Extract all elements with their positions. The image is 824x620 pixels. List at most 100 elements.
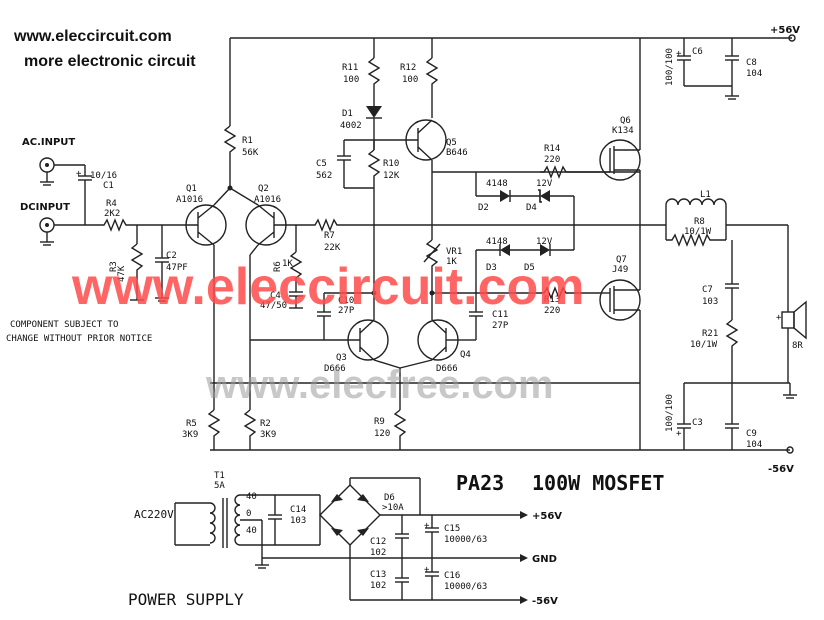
positive-rail: +56V xyxy=(230,25,800,42)
svg-text:C1: C1 xyxy=(103,181,114,191)
bridge-rectifier-d6: D6 >10A xyxy=(319,477,420,600)
svg-text:R5: R5 xyxy=(186,419,197,429)
resistor-r11: R11 100 xyxy=(342,38,381,106)
resistor-r3: R3 47K xyxy=(109,225,144,301)
svg-text:Q3: Q3 xyxy=(336,353,347,363)
svg-text:40: 40 xyxy=(246,492,257,502)
svg-text:C10: C10 xyxy=(338,296,354,306)
power-supply-label: POWER SUPPLY xyxy=(128,590,244,609)
svg-text:D6: D6 xyxy=(384,493,395,503)
svg-text:D5: D5 xyxy=(524,263,535,273)
capacitor-c11: C11 27P xyxy=(432,292,509,341)
svg-text:C14: C14 xyxy=(290,505,306,515)
svg-text:100/100: 100/100 xyxy=(665,48,675,86)
svg-text:C9: C9 xyxy=(746,429,757,439)
neg-rail-label: -56V xyxy=(768,464,794,475)
svg-text:R6: R6 xyxy=(273,261,283,272)
resistor-r9: R9 120 xyxy=(374,368,407,450)
site-tagline: more electronic circuit xyxy=(24,53,196,70)
svg-text:R8: R8 xyxy=(694,217,705,227)
svg-text:22K: 22K xyxy=(324,243,341,253)
speaker: + 8R xyxy=(776,225,807,383)
svg-text:27P: 27P xyxy=(492,321,509,331)
svg-text:R9: R9 xyxy=(374,417,385,427)
ps-neg-label: -56V xyxy=(532,596,558,607)
svg-text:C5: C5 xyxy=(316,159,327,169)
svg-text:C8: C8 xyxy=(746,58,757,68)
svg-text:D666: D666 xyxy=(436,364,458,374)
svg-text:C16: C16 xyxy=(444,571,460,581)
supply-rails: +56V GND -56V xyxy=(262,478,562,607)
svg-text:Q6: Q6 xyxy=(620,116,631,126)
capacitor-c9: C9 104 xyxy=(725,383,762,450)
svg-text:C11: C11 xyxy=(492,310,508,320)
mains-input: AC220V xyxy=(134,502,210,546)
title-name: 100W MOSFET xyxy=(532,471,664,495)
svg-text:100: 100 xyxy=(402,75,418,85)
output-ground xyxy=(684,382,797,399)
svg-text:10000/63: 10000/63 xyxy=(444,535,487,545)
resistor-r12: R12 100 xyxy=(400,38,439,118)
capacitor-c6: + C6 100/100 xyxy=(665,38,732,87)
svg-text:R14: R14 xyxy=(544,144,560,154)
svg-text:R13: R13 xyxy=(544,295,560,305)
svg-text:103: 103 xyxy=(290,516,306,526)
resistor-r5: R5 3K9 xyxy=(182,383,221,450)
capacitor-c4: C4 47/50 xyxy=(260,291,303,311)
svg-text:10000/63: 10000/63 xyxy=(444,582,487,592)
mosfet-q7: Q7 J49 xyxy=(599,225,641,450)
svg-text:3K9: 3K9 xyxy=(182,430,198,440)
svg-text:56K: 56K xyxy=(242,148,259,158)
svg-text:Q7: Q7 xyxy=(616,255,627,265)
capacitor-c14: C14 103 xyxy=(268,495,306,545)
svg-text:4148: 4148 xyxy=(486,179,508,189)
dc-input-label: DCINPUT xyxy=(20,202,70,213)
svg-text:+: + xyxy=(776,313,782,323)
svg-text:5A: 5A xyxy=(214,481,225,491)
svg-text:VR1: VR1 xyxy=(446,247,462,257)
svg-text:Q2: Q2 xyxy=(258,184,269,194)
svg-text:562: 562 xyxy=(316,171,332,181)
svg-text:10/16: 10/16 xyxy=(90,171,117,181)
svg-text:104: 104 xyxy=(746,69,762,79)
capacitor-c2: C2 47PF xyxy=(155,225,188,302)
resistor-r1: R1 56K xyxy=(223,38,259,191)
svg-text:R4: R4 xyxy=(106,199,117,209)
svg-text:+: + xyxy=(76,169,82,179)
svg-text:T1: T1 xyxy=(214,471,225,481)
svg-text:220: 220 xyxy=(544,155,560,165)
svg-text:100/100: 100/100 xyxy=(665,394,675,432)
svg-text:D3: D3 xyxy=(486,263,497,273)
resistor-r2: R2 3K9 xyxy=(243,383,276,450)
svg-text:K134: K134 xyxy=(612,126,634,136)
capacitor-c3: + C3 100/100 xyxy=(665,383,703,450)
capacitor-c12: C12 102 xyxy=(370,515,409,558)
svg-text:27P: 27P xyxy=(338,306,355,316)
svg-text:R12: R12 xyxy=(400,63,416,73)
svg-text:R2: R2 xyxy=(260,419,271,429)
zobel-c7-r21: C7 103 R21 10/1W xyxy=(690,240,739,383)
svg-text:R3: R3 xyxy=(109,261,119,272)
schematic-title: PA23 100W MOSFET xyxy=(456,471,664,495)
transformer-t1: T1 5A 40 0 40 xyxy=(209,471,320,569)
ac-input-label: AC.INPUT xyxy=(22,137,75,148)
svg-text:47K: 47K xyxy=(117,265,127,282)
svg-text:3K9: 3K9 xyxy=(260,430,276,440)
svg-text:R21: R21 xyxy=(702,329,718,339)
svg-text:C13: C13 xyxy=(370,570,386,580)
notice-line2: CHANGE WITHOUT PRIOR NOTICE xyxy=(6,334,152,344)
watermark-primary: www.eleccircuit.com xyxy=(71,258,584,316)
dc-input-jack: DCINPUT xyxy=(20,202,100,246)
svg-text:Q1: Q1 xyxy=(186,184,197,194)
capacitor-c15: + C15 10000/63 xyxy=(424,515,487,558)
transistor-q3: Q3 D666 xyxy=(250,319,401,374)
svg-text:1K: 1K xyxy=(282,259,293,269)
svg-text:C3: C3 xyxy=(692,418,703,428)
svg-text:0: 0 xyxy=(246,509,251,519)
svg-text:Q4: Q4 xyxy=(460,350,471,360)
svg-text:C2: C2 xyxy=(166,251,177,261)
svg-text:104: 104 xyxy=(746,440,762,450)
svg-text:R1: R1 xyxy=(242,136,253,146)
svg-text:10/1W: 10/1W xyxy=(690,340,718,350)
svg-text:12V: 12V xyxy=(536,179,553,189)
